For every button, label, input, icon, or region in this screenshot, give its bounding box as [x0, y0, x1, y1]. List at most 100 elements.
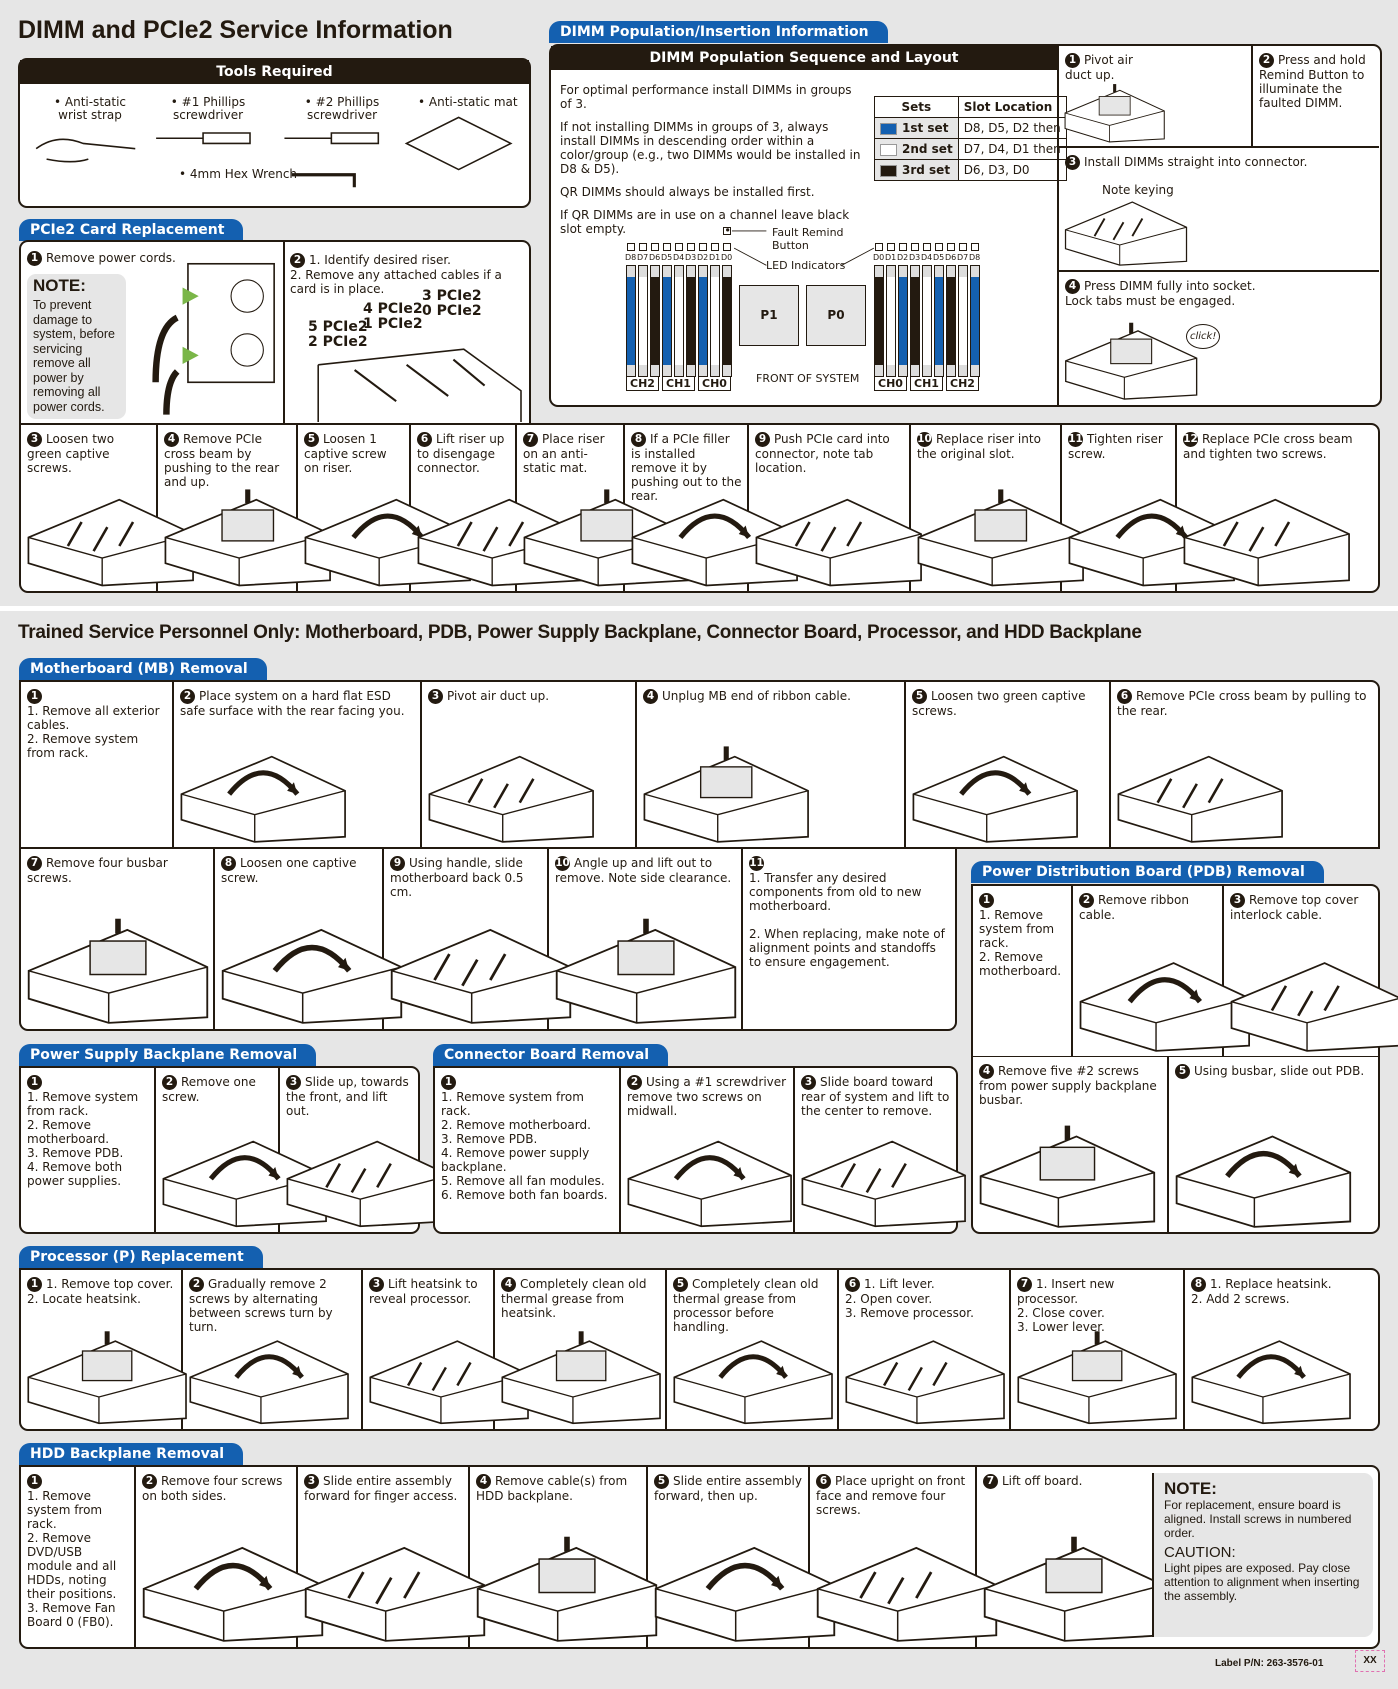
- step-number: 1: [27, 1075, 42, 1090]
- color-swatch: [880, 143, 897, 156]
- channel-label: CH1: [910, 377, 943, 391]
- step-illustration-icon: [979, 1125, 1156, 1228]
- dimm-paragraph: If not installing DIMMs in groups of 3, …: [560, 120, 861, 176]
- dimm-slot-d7[interactable]: [958, 265, 968, 377]
- dimm-slot-d8[interactable]: [970, 265, 980, 377]
- step-text: Loosen two green captive screws.: [27, 432, 115, 475]
- step-illustration-icon: [180, 755, 346, 843]
- step-illustration-icon: [627, 1140, 792, 1228]
- dimm-slot-d1[interactable]: [710, 265, 720, 377]
- step-text: 1. Remove system from rack. 2. Remove mo…: [979, 908, 1062, 978]
- step-number: 3: [801, 1075, 816, 1090]
- step-text: Completely clean old thermal grease from…: [501, 1277, 647, 1320]
- slot-label: D7: [637, 253, 649, 262]
- caution-title: CAUTION:: [1164, 1544, 1236, 1561]
- step-number: 6: [845, 1277, 860, 1292]
- slot-label: D1: [709, 253, 721, 262]
- slot-label: 3 PCIe2: [422, 288, 482, 304]
- mb-tab: Motherboard (MB) Removal: [19, 658, 267, 680]
- step-illustration-icon: [27, 498, 194, 587]
- tools-required-panel: Tools Required • Anti-static wrist strap…: [18, 58, 531, 208]
- step-text: Lift riser up to disengage connector.: [417, 432, 505, 475]
- dimm-slot-d3[interactable]: [686, 265, 696, 377]
- hdd-panel: 1 1. Remove system from rack. 2. Remove …: [19, 1465, 1380, 1649]
- step-number: 4: [643, 689, 658, 704]
- slot-label: D5: [933, 253, 945, 262]
- step-illustration-icon: [1064, 201, 1188, 267]
- step-illustration-icon: [428, 755, 594, 843]
- step-instruction: 1 1. Remove all exterior cables. 2. Remo…: [27, 689, 168, 760]
- slot-label: D7: [957, 253, 969, 262]
- dimm-slot-d4[interactable]: [922, 265, 932, 377]
- step-illustration-icon: [142, 1547, 324, 1643]
- dimm-slot-d2[interactable]: [898, 265, 908, 377]
- led-indicator: [959, 243, 967, 251]
- step-instruction: 1 1. Remove system from rack. 2. Remove …: [441, 1075, 615, 1202]
- dimm-slot-d8[interactable]: [626, 265, 636, 377]
- led-indicator: [923, 243, 931, 251]
- step-text: Install DIMMs straight into connector.: [1084, 155, 1308, 169]
- step-number: 2: [1259, 53, 1274, 68]
- dimm-slot-d5[interactable]: [662, 265, 672, 377]
- step-illustration-icon: [164, 489, 331, 587]
- dimm-panel: DIMM Population Sequence and Layout For …: [549, 44, 1382, 407]
- dimm-slot-d6[interactable]: [946, 265, 956, 377]
- pcie-note-text: To prevent damage to system, before serv…: [33, 298, 115, 414]
- dimm-slot-d4[interactable]: [674, 265, 684, 377]
- step-illustration-icon: [643, 746, 809, 843]
- dimm-slot-d1[interactable]: [886, 265, 896, 377]
- led-indicator: [887, 243, 895, 251]
- step-text: Angle up and lift out to remove. Note si…: [555, 856, 732, 885]
- slot-label: 2 PCIe2: [308, 334, 368, 350]
- dimm-slot-d0[interactable]: [874, 265, 884, 377]
- leader-lines-icon: [726, 228, 875, 266]
- dimm-slot-d3[interactable]: [910, 265, 920, 377]
- dimm-slot-d5[interactable]: [934, 265, 944, 377]
- step-number: 7: [1017, 1277, 1032, 1292]
- step-number: 12: [1183, 432, 1198, 447]
- table-header: Sets: [874, 96, 959, 118]
- step-number: 8: [221, 856, 236, 871]
- dimm-slot-d7[interactable]: [638, 265, 648, 377]
- step-number: 3: [1230, 893, 1245, 908]
- step-number: 11: [1068, 432, 1083, 447]
- section-title: Trained Service Personnel Only: Motherbo…: [18, 622, 1142, 643]
- step-number: 8: [1191, 1277, 1206, 1292]
- step-text: Unplug MB end of ribbon cable.: [662, 689, 851, 703]
- dimm-slot-d2[interactable]: [698, 265, 708, 377]
- step-text: Remove four busbar screws.: [27, 856, 168, 885]
- slot-label: 0 PCIe2: [422, 303, 482, 319]
- label-part-number: Label P/N: 263-3576-01: [1215, 1658, 1324, 1669]
- mb-row2-step-11: 11 1. Transfer any desired components fr…: [743, 849, 954, 1029]
- step-illustration-icon: [912, 755, 1078, 843]
- step-illustration-icon: [1191, 1340, 1351, 1425]
- dimm-slot-d0[interactable]: [722, 265, 732, 377]
- dimm-paragraph: QR DIMMs should always be installed firs…: [560, 185, 815, 199]
- dimm-slot-d6[interactable]: [650, 265, 660, 377]
- step-number: 1: [1065, 53, 1080, 68]
- step-text: 1. Insert new processor. 2. Close cover.…: [1017, 1277, 1115, 1334]
